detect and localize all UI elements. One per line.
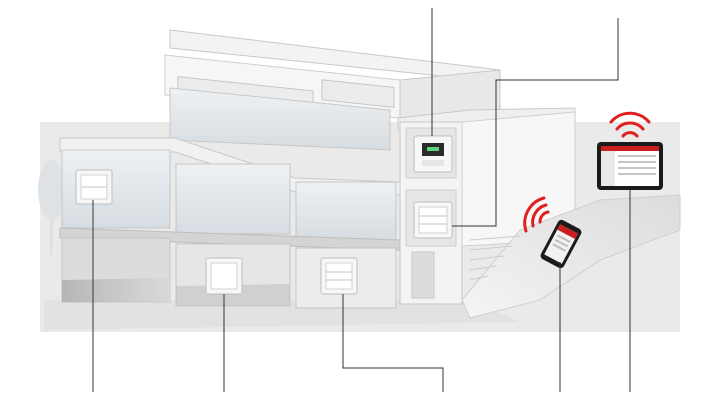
leader-keypad-right (452, 18, 619, 227)
tower-door (411, 251, 435, 299)
ground-slab (44, 300, 520, 330)
upper-glass-room (169, 87, 391, 151)
staircase (469, 235, 521, 281)
keypad-center-icon[interactable] (320, 257, 358, 295)
upper-window-strip-2 (321, 79, 395, 108)
leader-lines (92, 8, 631, 392)
wifi-signal-icon (609, 111, 651, 138)
leader-keypad-center (342, 294, 444, 392)
keypad-left-icon[interactable] (75, 169, 113, 205)
ground-floor-shade-center (176, 284, 290, 306)
tree-silhouette (38, 160, 66, 255)
wifi-signal-icon (523, 196, 550, 233)
middle-room-right (295, 181, 397, 241)
middle-slab (59, 227, 401, 251)
keypad-right-icon[interactable] (413, 201, 453, 239)
thermostat-display-icon[interactable] (413, 135, 453, 173)
middle-room-center (175, 163, 291, 235)
stair-ramp (461, 194, 681, 319)
single-rocker-switch-icon[interactable] (205, 257, 243, 295)
tablet-icon[interactable] (597, 142, 663, 190)
smartphone-icon[interactable] (539, 218, 583, 269)
ground-floor-shade (62, 278, 170, 302)
